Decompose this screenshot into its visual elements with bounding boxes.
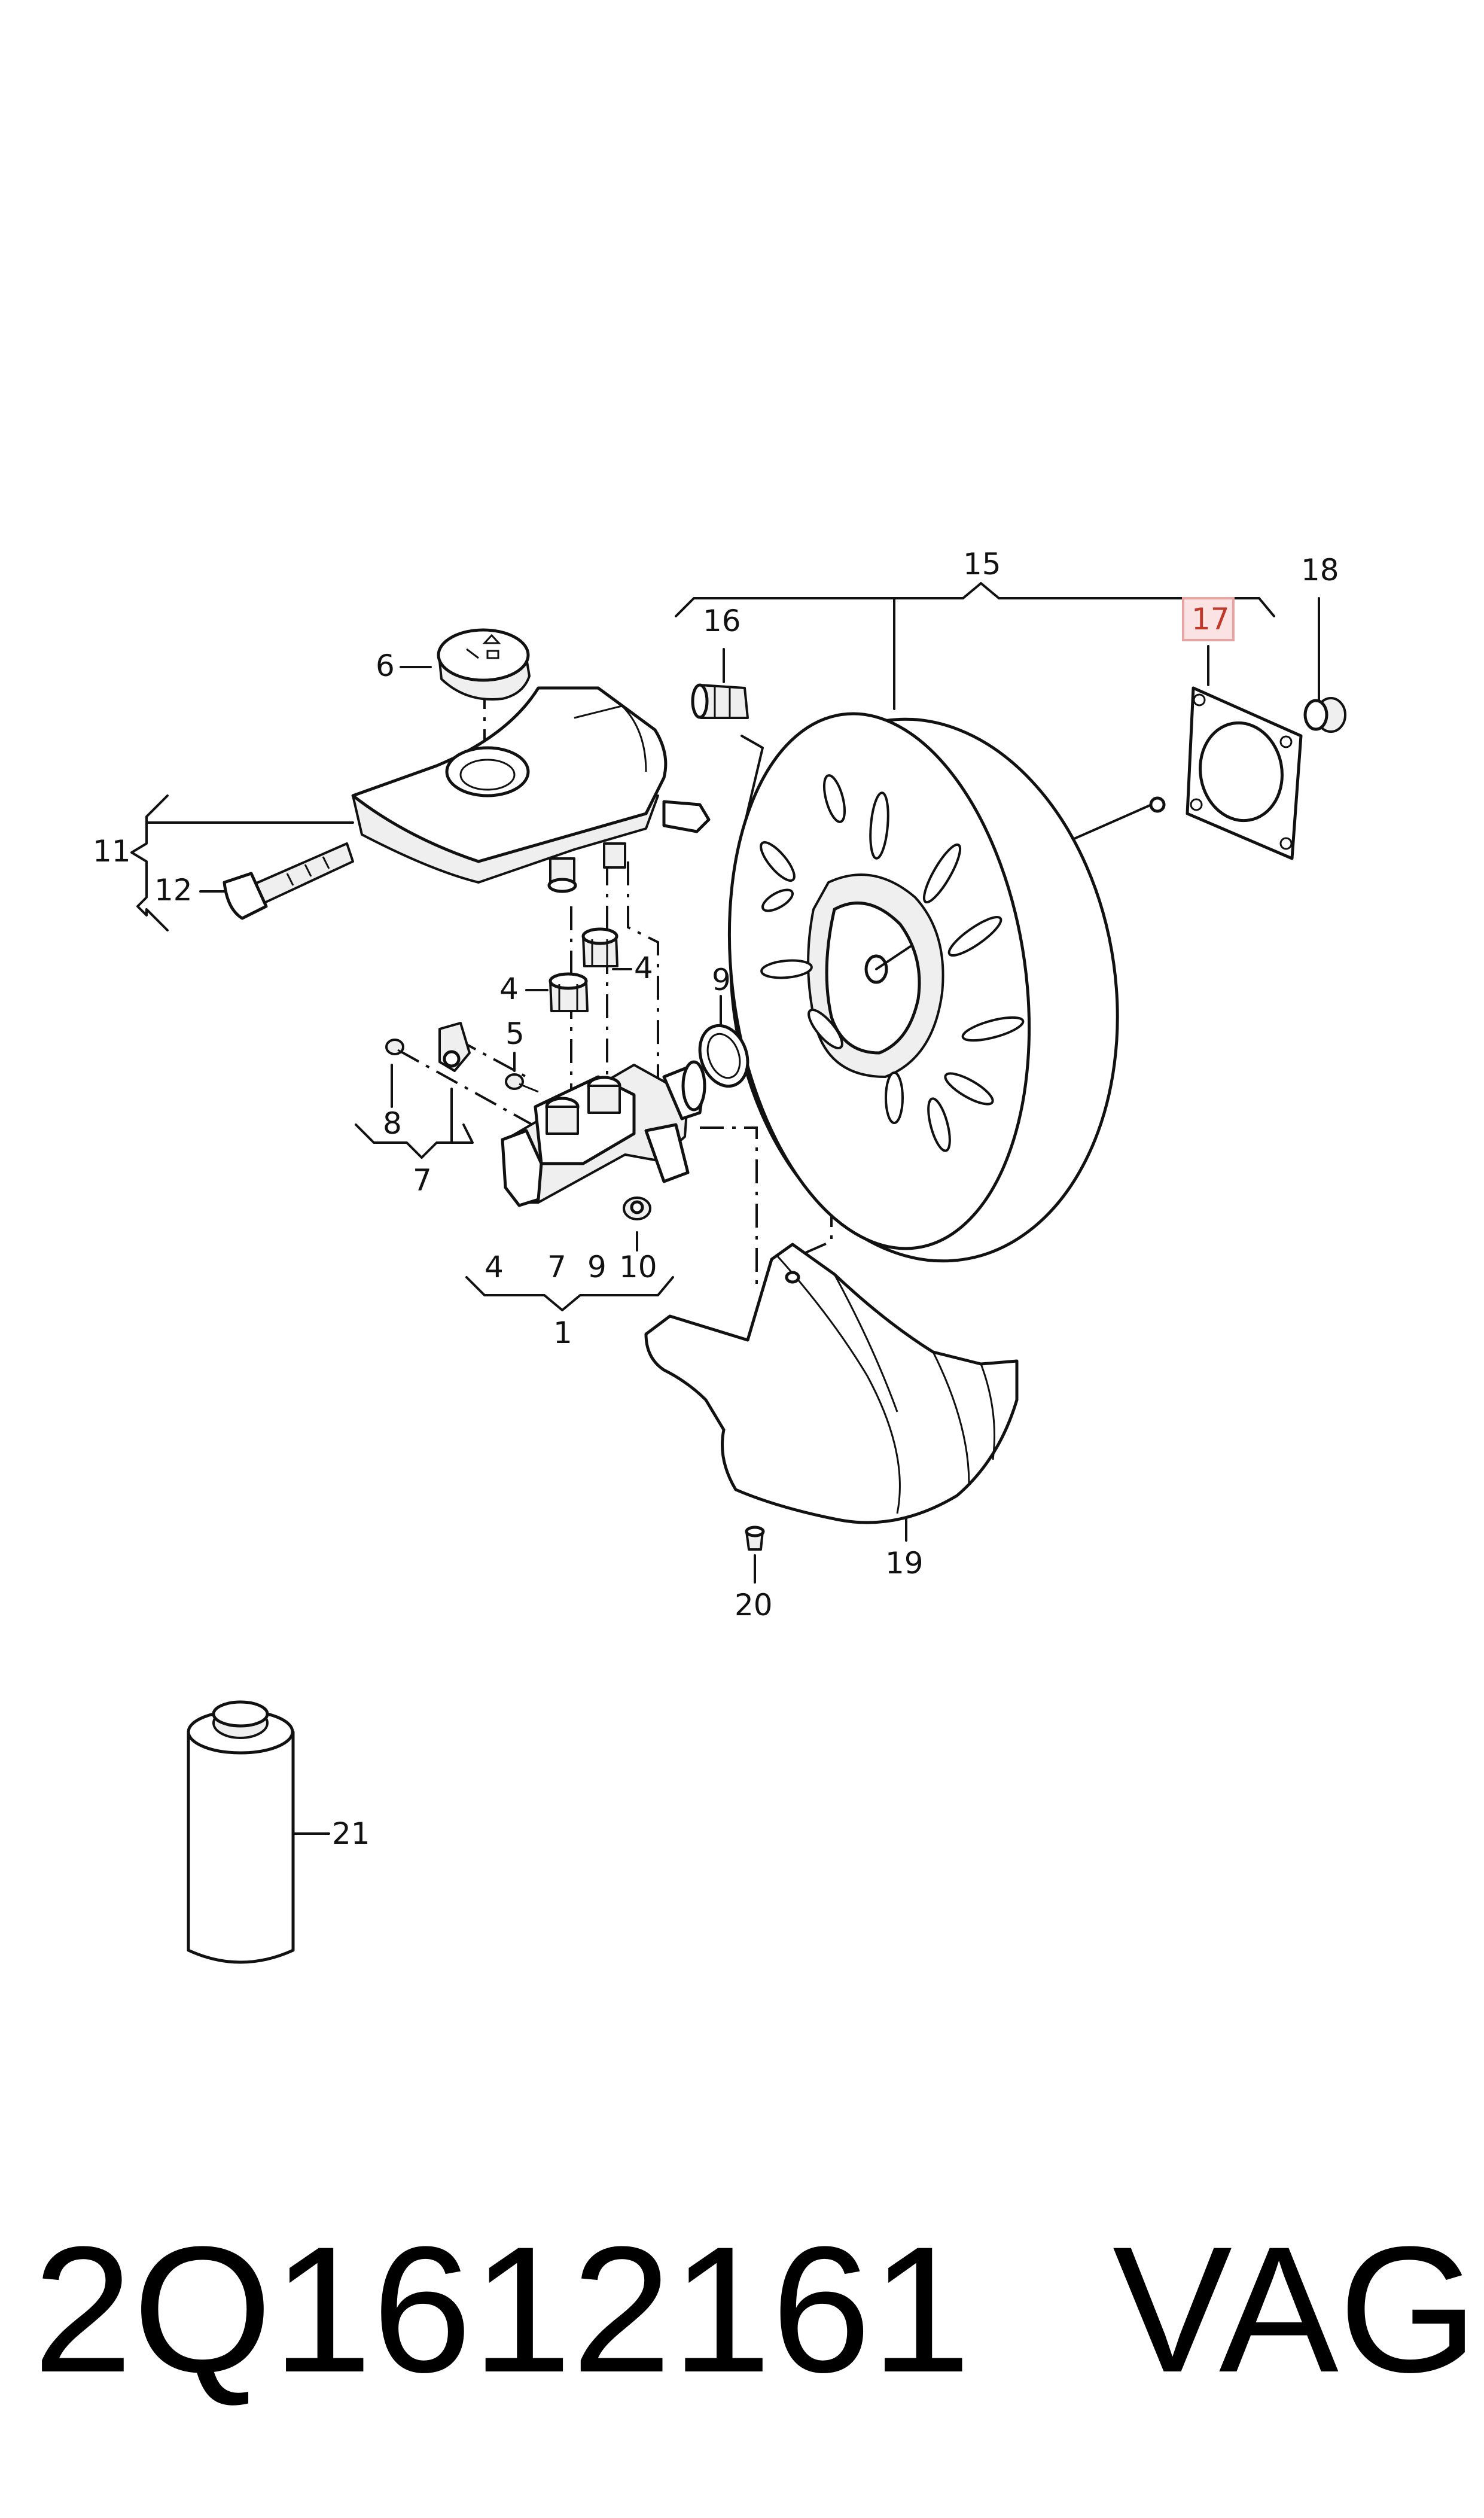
- label-9: 9: [712, 963, 731, 997]
- reservoir-cap: [437, 628, 531, 701]
- label-16: 16: [703, 604, 741, 638]
- label-1-group-7: 7: [547, 1250, 566, 1284]
- label-18: 18: [1301, 553, 1339, 587]
- label-8: 8: [383, 1106, 402, 1141]
- label-11: 11: [93, 834, 131, 869]
- nut: [1303, 697, 1346, 733]
- heat-shield: [644, 1243, 1019, 1524]
- label-7: 7: [413, 1163, 432, 1198]
- level-sensor: [223, 842, 354, 920]
- master-cylinder: [501, 1060, 706, 1207]
- brand-name: VAG: [1113, 2209, 1479, 2410]
- highlight-box: [1182, 597, 1235, 641]
- nut-10: [623, 1196, 651, 1220]
- leader-lines: [130, 582, 1320, 1835]
- bolt: [385, 1039, 419, 1063]
- label-4-left: 4: [499, 972, 519, 1006]
- label-1: 1: [553, 1316, 572, 1350]
- label-4-right: 4: [634, 951, 653, 985]
- label-19: 19: [885, 1546, 924, 1581]
- label-21: 21: [332, 1816, 370, 1851]
- part-number: 2Q1612161: [33, 2209, 971, 2410]
- seal-left: [548, 972, 589, 1012]
- label-1-group-4: 4: [484, 1250, 504, 1284]
- gasket: [1186, 686, 1303, 860]
- seal-right: [581, 927, 618, 967]
- label-15: 15: [963, 547, 1001, 581]
- label-6: 6: [376, 648, 395, 683]
- bolt-20: [745, 1526, 765, 1551]
- fluid-reservoir: [351, 686, 711, 893]
- label-12: 12: [154, 873, 193, 908]
- brake-fluid-bottle: [187, 1700, 295, 1964]
- label-10: 10: [619, 1250, 657, 1284]
- label-1-group-9: 9: [587, 1250, 607, 1284]
- o-ring: [698, 1024, 749, 1088]
- label-5: 5: [505, 1016, 525, 1051]
- brake-booster: [727, 712, 1166, 1263]
- callout-labels: 15 16 17 18 6 11 12 4 4 9 5 8 7 4 7 9 10…: [93, 547, 1339, 1851]
- label-17: 17: [1192, 602, 1230, 637]
- pressure-sensor: [438, 1022, 471, 1072]
- grommet: [691, 683, 749, 719]
- screw: [505, 1073, 539, 1093]
- label-20: 20: [735, 1588, 773, 1622]
